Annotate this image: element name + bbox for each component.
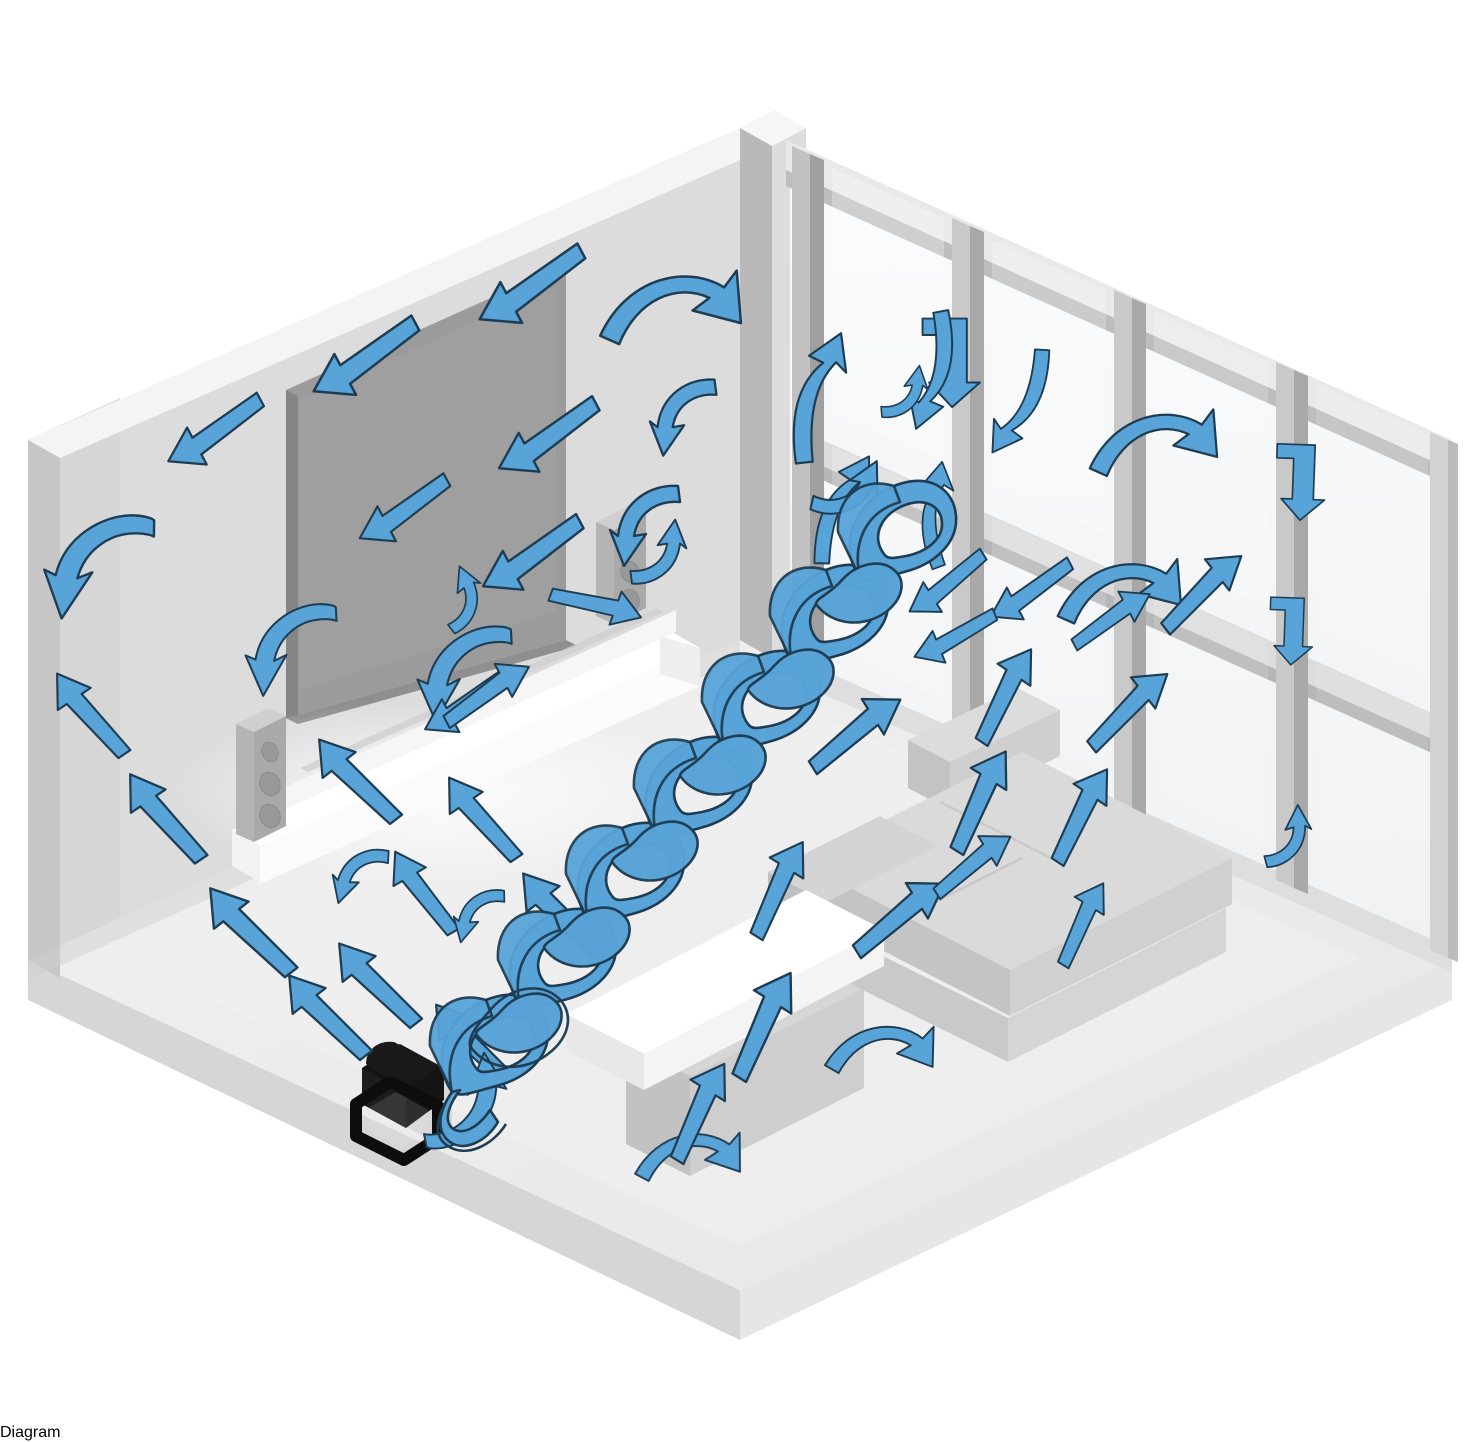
air-purifier[interactable] [350,1041,452,1166]
central-vortex-helix [428,479,958,1152]
speaker-drivers [259,741,281,829]
speaker-left [236,708,286,842]
